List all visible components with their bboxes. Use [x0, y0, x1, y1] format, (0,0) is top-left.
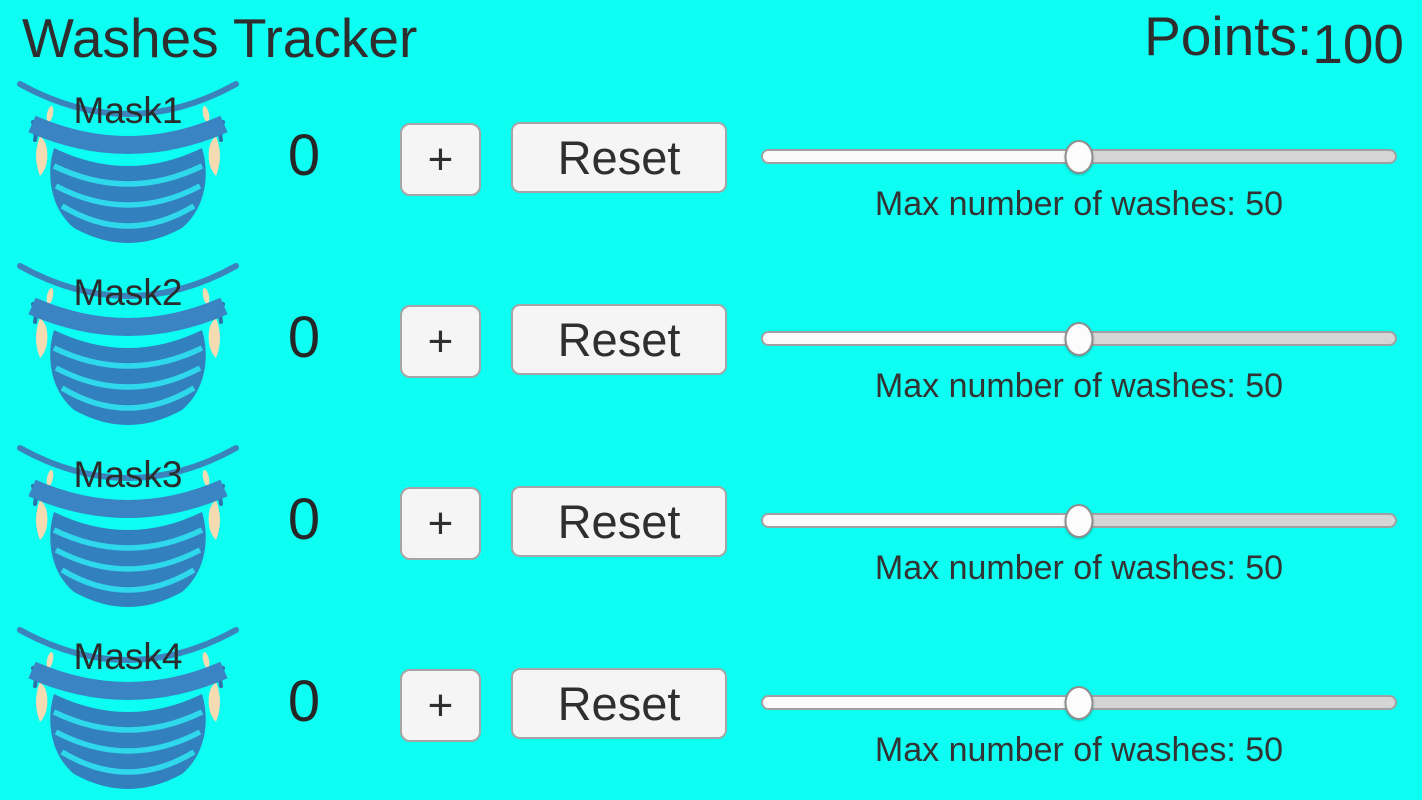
max-washes-label: Max number of washes: 50: [874, 367, 1284, 405]
max-washes-slider[interactable]: [761, 321, 1397, 356]
face-mask-icon: [17, 445, 239, 607]
max-washes-slider[interactable]: [761, 139, 1397, 174]
mask-row: Mask4 0 + Reset Max number of washes: 50: [0, 624, 1422, 800]
increment-button[interactable]: +: [400, 487, 481, 560]
mask-name-label: Mask1: [73, 90, 183, 131]
slider-fill: [763, 697, 1079, 708]
slider-fill: [763, 515, 1079, 526]
mask-row: Mask2 0 + Reset Max number of washes: 50: [0, 260, 1422, 442]
wash-count: 0: [287, 123, 321, 188]
mask-name-label: Mask3: [73, 454, 183, 495]
wash-count: 0: [287, 669, 321, 734]
slider-fill: [763, 333, 1079, 344]
increment-button[interactable]: +: [400, 669, 481, 742]
increment-button[interactable]: +: [400, 123, 481, 196]
mask-image: Mask3: [14, 442, 242, 614]
points-value: 100: [1312, 13, 1404, 75]
max-washes-label: Max number of washes: 50: [874, 185, 1284, 223]
slider-fill: [763, 151, 1079, 162]
points-label: Points:: [1144, 5, 1313, 67]
page-title: Washes Tracker: [22, 7, 418, 69]
mask-image: Mask4: [14, 624, 242, 796]
wash-count: 0: [287, 305, 321, 370]
max-washes-label: Max number of washes: 50: [874, 549, 1284, 587]
reset-button[interactable]: Reset: [511, 486, 727, 557]
max-washes-slider[interactable]: [761, 685, 1397, 720]
increment-button[interactable]: +: [400, 305, 481, 378]
reset-button[interactable]: Reset: [511, 668, 727, 739]
mask-image: Mask2: [14, 260, 242, 432]
mask-name-label: Mask2: [73, 272, 183, 313]
slider-thumb[interactable]: [1064, 685, 1094, 720]
face-mask-icon: [17, 263, 239, 425]
reset-button[interactable]: Reset: [511, 122, 727, 193]
mask-row: Mask1 0 + Reset Max number of washes: 50: [0, 78, 1422, 260]
face-mask-icon: [17, 627, 239, 789]
mask-row: Mask3 0 + Reset Max number of washes: 50: [0, 442, 1422, 624]
slider-thumb[interactable]: [1064, 321, 1094, 356]
max-washes-label: Max number of washes: 50: [874, 731, 1284, 769]
slider-thumb[interactable]: [1064, 139, 1094, 174]
points-display: Points:100: [1144, 5, 1404, 75]
slider-thumb[interactable]: [1064, 503, 1094, 538]
reset-button[interactable]: Reset: [511, 304, 727, 375]
max-washes-slider[interactable]: [761, 503, 1397, 538]
mask-name-label: Mask4: [73, 636, 183, 677]
mask-image: Mask1: [14, 78, 242, 250]
face-mask-icon: [17, 81, 239, 243]
wash-count: 0: [287, 487, 321, 552]
